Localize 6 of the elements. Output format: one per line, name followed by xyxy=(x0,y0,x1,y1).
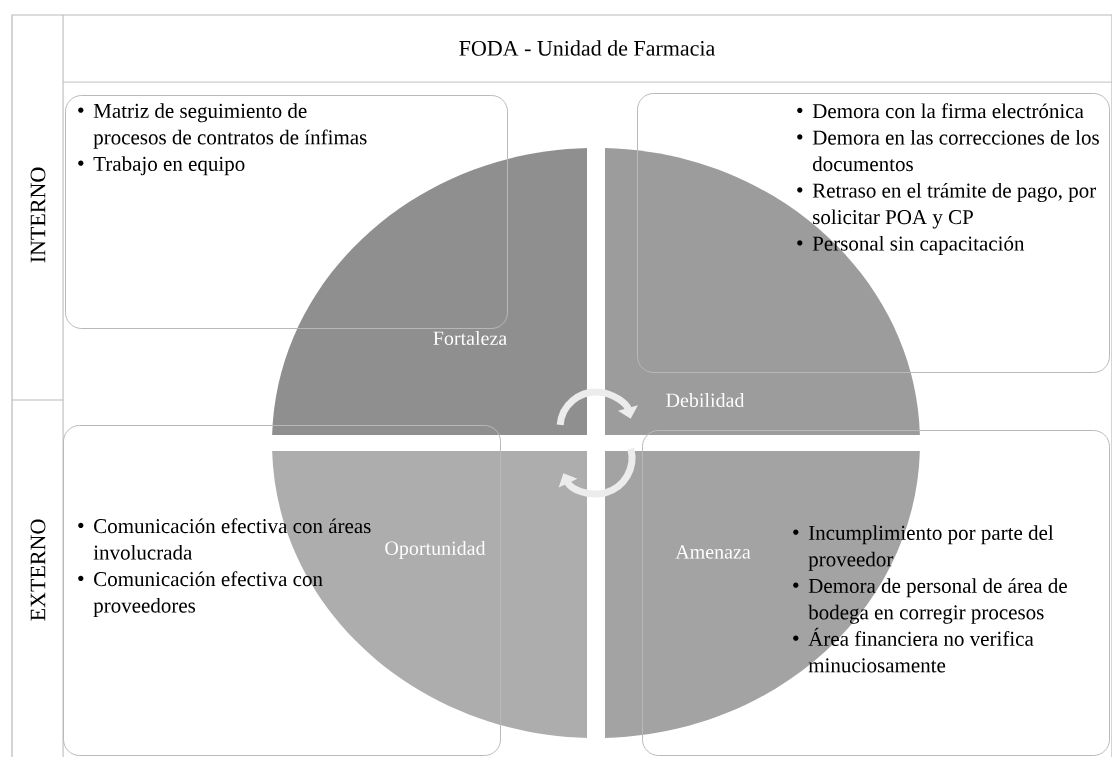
text-box: Matriz de seguimiento de procesos de contratos de ínfimas Trabajo en equipo xyxy=(65,95,508,329)
cycle-arrow xyxy=(558,448,636,498)
cycle-arrow xyxy=(556,388,638,426)
pie-segment: Fortaleza xyxy=(272,148,587,435)
title: FODA - Unidad de Farmacia xyxy=(459,40,715,56)
text-box: Demora con la firma electrónica Demora en las correcciones de los documentos Retraso en el trámite de pago, por solicitar POA y CP Personal sin capacitación xyxy=(637,93,1110,373)
